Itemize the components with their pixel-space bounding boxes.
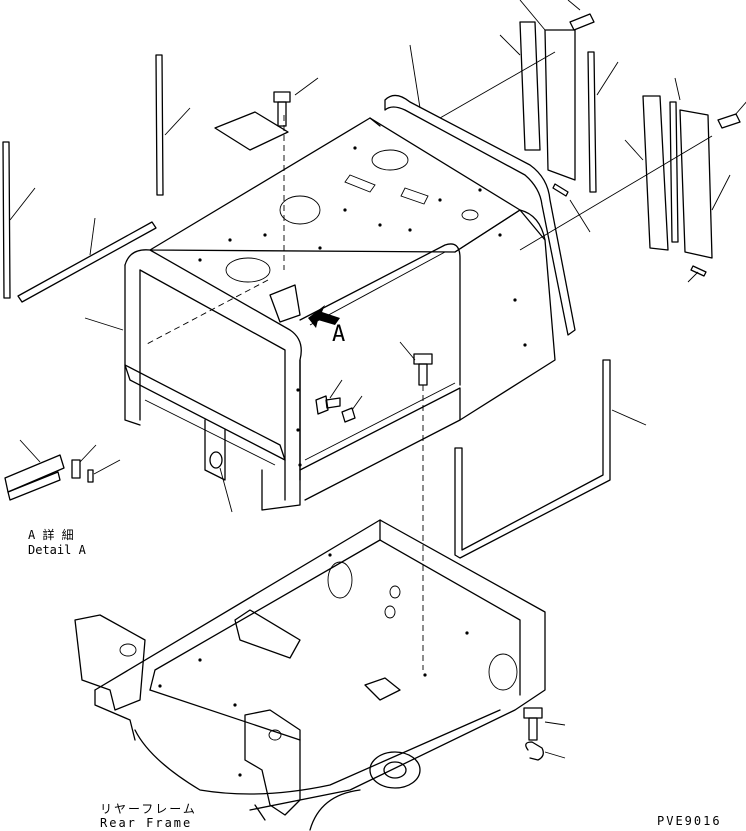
side-panel-2	[624, 95, 669, 251]
hex-bolt-center	[399, 341, 433, 670]
detail-a-label-en: Detail A	[28, 543, 86, 557]
hex-bolt-top	[273, 77, 319, 127]
engine-hood-cover	[124, 117, 556, 511]
side-panel-1	[499, 29, 576, 181]
hex-bolt-frame	[523, 707, 566, 741]
detail-a-drawing	[4, 439, 121, 501]
rear-frame-label-jp: リヤーフレーム	[100, 802, 197, 816]
rubber-seal-arch	[384, 44, 576, 336]
seal-strip-diagonal	[17, 217, 157, 303]
rear-frame-label-en: Rear Frame	[100, 816, 193, 830]
drawing-code: PVE9016	[657, 814, 722, 828]
rear-frame	[74, 519, 546, 831]
hex-bolt-right	[717, 101, 746, 129]
grommet	[209, 451, 233, 513]
side-strip-2	[587, 51, 619, 193]
seal-strip-vertical-left	[2, 141, 36, 299]
access-cover-plate	[144, 111, 289, 346]
guide-lines	[439, 51, 713, 251]
u-seal	[454, 359, 647, 559]
side-strip-3	[669, 77, 681, 243]
side-strip-1	[519, 0, 546, 151]
clip-small-center	[552, 183, 591, 233]
spring-washer	[525, 741, 566, 761]
detail-a-arrow	[308, 305, 340, 328]
leader-cover-left	[84, 317, 124, 331]
side-panel-3	[679, 109, 731, 259]
hex-bolt-right-top	[567, 0, 595, 31]
clamp-small	[341, 395, 363, 423]
clip-small-right	[687, 265, 707, 283]
detail-a-label-jp: A 詳 細	[28, 528, 74, 542]
callout-a-label: A	[332, 322, 346, 347]
bolt-horizontal	[315, 379, 343, 415]
seal-strip-vertical-center	[155, 54, 191, 196]
